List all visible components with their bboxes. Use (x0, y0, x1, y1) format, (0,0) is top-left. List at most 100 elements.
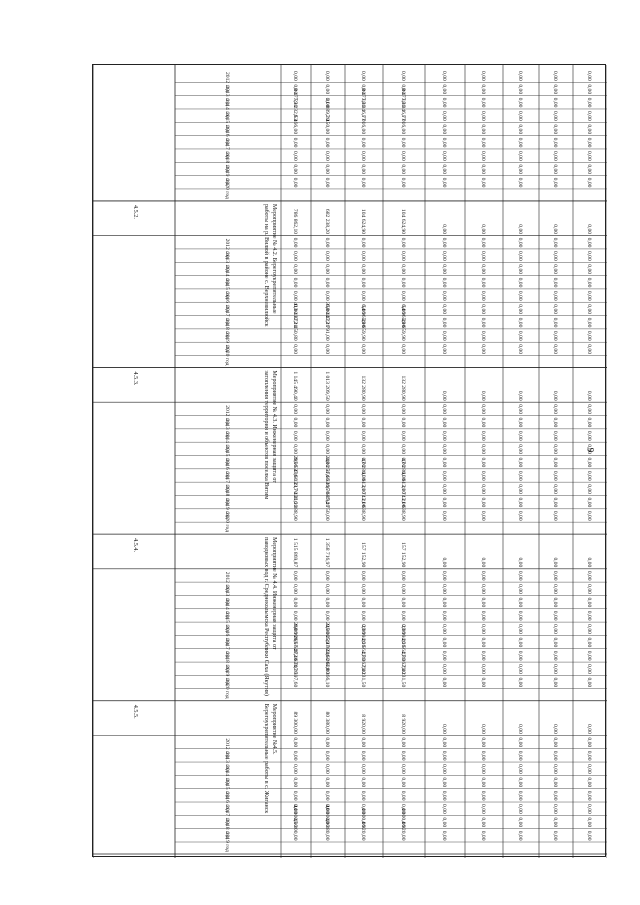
cell-value: 0,00 (441, 597, 447, 607)
cell-value: 0,00 (517, 804, 523, 814)
cell-value: 0,00 (586, 124, 592, 134)
cell-value: 0,00 (441, 291, 447, 301)
cell-value: 0,00 (480, 571, 486, 581)
cell-value: 0,00 (441, 164, 447, 174)
cell-value: 0,00 (441, 651, 447, 661)
cell-value: 0,00 (441, 318, 447, 328)
cell-value: 0,00 (552, 431, 558, 441)
cell-value: 0,00 (517, 651, 523, 661)
cell-value: 0,00 (360, 404, 366, 414)
cell-value: 0,00 (441, 677, 447, 687)
cell-value: 0,00 (441, 571, 447, 581)
cell-value: 0,00 (292, 584, 298, 594)
cell-value: 0,00 (292, 304, 298, 314)
section-number: 4.5.4. (132, 538, 139, 552)
section-number: 4.5.2. (132, 205, 139, 219)
cell-value: 0,00 (324, 151, 330, 161)
cell-value: 0,00 (586, 804, 592, 814)
cell-value: 0,00 (480, 178, 486, 188)
section-total: 0,00 (480, 557, 486, 567)
cell-value: 8 477,30 (292, 88, 298, 108)
cell-value: 0,00 (441, 344, 447, 354)
section-total: 0,00 (552, 224, 558, 234)
cell-value: 0,00 (586, 471, 592, 481)
cell-value: 0,00 (292, 571, 298, 581)
cell-value: 0,00 (441, 418, 447, 428)
cell-value: 0,00 (586, 291, 592, 301)
cell-value: 54 965,00 (400, 305, 406, 328)
cell-value: 0,00 (360, 178, 366, 188)
cell-value: 0,00 (360, 418, 366, 428)
cell-value: 0,00 (441, 84, 447, 94)
cell-value: 0,00 (480, 484, 486, 494)
cell-value: 0,00 (441, 124, 447, 134)
cell-value: 0,00 (324, 98, 330, 108)
cell-value: 0,00 (360, 251, 366, 261)
cell-value: 0,00 (441, 471, 447, 481)
cell-value: 0,00 (480, 251, 486, 261)
cell-value: 0,00 (441, 444, 447, 454)
cell-value: 0,00 (517, 318, 523, 328)
cell-value: 0,00 (517, 178, 523, 188)
cell-value: 0,00 (360, 764, 366, 774)
cell-value: 0,00 (552, 498, 558, 508)
cell-value: 0,00 (480, 291, 486, 301)
cell-value: 0,00 (552, 777, 558, 787)
cell-value: 21 743,00 (400, 485, 406, 508)
cell-value: 358 447,20 (324, 302, 330, 327)
cell-value: 0,00 (400, 404, 406, 414)
section-total: 0,00 (480, 224, 486, 234)
cell-value: 0,00 (552, 444, 558, 454)
cell-value: 0,00 (400, 751, 406, 761)
cell-value: 0,00 (586, 571, 592, 581)
cell-value: 0,00 (441, 584, 447, 594)
cell-value: 21 638,90 (360, 498, 366, 521)
cell-value: 0,00 (552, 138, 558, 148)
section-title: Мероприятие № 4.4. Инженерная защита от (271, 537, 277, 650)
cell-value: 0,00 (292, 804, 298, 814)
cell-value: 0,00 (480, 431, 486, 441)
cell-value: 0,00 (586, 344, 592, 354)
cell-value: 0,00 (586, 404, 592, 414)
cell-value: 0,00 (324, 291, 330, 301)
section-total: 1 145 490,40 (292, 371, 298, 401)
cell-value: 0,00 (480, 304, 486, 314)
cell-value: 0,00 (480, 831, 486, 841)
cell-value: 0,00 (400, 431, 406, 441)
cell-value: 0,00 (586, 251, 592, 261)
section-total: 157 152,90 (400, 542, 406, 567)
cell-value: 0,00 (360, 71, 366, 81)
cell-value: 0,00 (324, 138, 330, 148)
cell-value: 0,00 (441, 791, 447, 801)
cell-value: 0,00 (517, 498, 523, 508)
cell-value: 59 232,53 (292, 98, 298, 121)
cell-value: 0,00 (480, 751, 486, 761)
cell-value: 0,00 (586, 677, 592, 687)
cell-value: 4 000,00 (400, 808, 406, 828)
cell-value: 0,00 (552, 98, 558, 108)
cell-value: 40 000,00 (324, 805, 330, 828)
section-total: 157 152,90 (360, 542, 366, 567)
cell-value: 0,00 (586, 511, 592, 521)
cell-value: 1 016,00 (360, 115, 366, 135)
cell-value: 0,00 (517, 331, 523, 341)
cell-value: 0,00 (400, 151, 406, 161)
cell-value: 18 346,77 (360, 98, 366, 121)
cell-value: 0,00 (586, 138, 592, 148)
cell-value: 0,00 (586, 637, 592, 647)
cell-value: 0,00 (324, 737, 330, 747)
cell-value: 0,00 (441, 304, 447, 314)
cell-value: 26 564,80 (360, 638, 366, 661)
cell-value: 0,00 (400, 737, 406, 747)
section-total: 0,00 (552, 557, 558, 567)
cell-value: 0,00 (586, 164, 592, 174)
cell-value: 0,00 (441, 804, 447, 814)
cell-value: 0,00 (324, 571, 330, 581)
cell-value: 0,00 (480, 111, 486, 121)
cell-value: 0,00 (517, 344, 523, 354)
cell-value: 0,00 (480, 344, 486, 354)
section-total: 0,00 (517, 557, 523, 567)
cell-value: 21 743,00 (360, 485, 366, 508)
cell-value: 0,00 (400, 344, 406, 354)
cell-value: 0,00 (400, 611, 406, 621)
